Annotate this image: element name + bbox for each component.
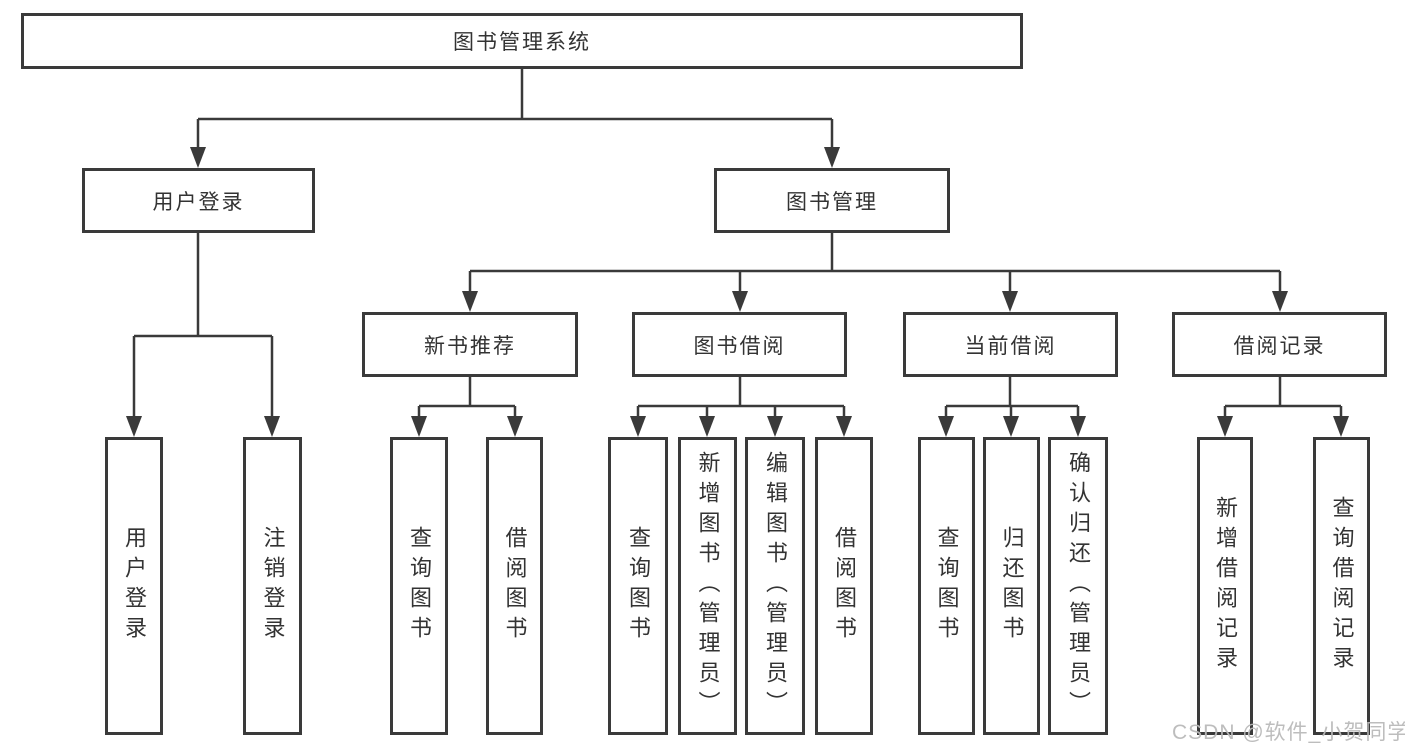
leaf-query-books-current-label: 查询图书 [934,526,960,646]
leaf-borrow-books-recommend-label: 借阅图书 [502,526,528,646]
leaf-query-books-recommend-label: 查询图书 [407,526,432,646]
leaf-borrow-books-label: 借阅图书 [832,526,857,646]
node-current-borrow: 当前借阅 [903,312,1118,377]
node-system-root: 图书管理系统 [21,13,1023,69]
leaf-return-books-label: 归还图书 [999,526,1025,646]
leaf-add-books-admin: 新增图书（管理员） [678,437,737,735]
leaf-confirm-return-admin: 确认归还（管理员） [1048,437,1108,735]
leaf-borrow-books: 借阅图书 [815,437,873,735]
leaf-query-borrow-record: 查询借阅记录 [1313,437,1370,735]
leaf-query-books-borrow: 查询图书 [608,437,668,735]
leaf-user-login-label: 用户登录 [122,526,147,646]
node-user-login-label: 用户登录 [152,190,245,214]
node-new-book-recommend-label: 新书推荐 [424,334,516,358]
leaf-return-books: 归还图书 [983,437,1040,735]
leaf-logout: 注销登录 [243,437,302,735]
arrowheads [126,147,1349,437]
leaf-query-books-current: 查询图书 [918,437,975,735]
leaf-edit-books-admin-label: 编辑图书（管理员） [763,451,788,721]
csdn-watermark: CSDN @软件_小贺同学 [1172,721,1405,744]
leaf-add-borrow-record-label: 新增借阅记录 [1213,496,1238,676]
leaf-query-borrow-record-label: 查询借阅记录 [1329,496,1355,676]
leaf-add-borrow-record: 新增借阅记录 [1197,437,1253,735]
node-user-login: 用户登录 [82,168,315,233]
leaf-edit-books-admin: 编辑图书（管理员） [745,437,805,735]
node-borrow-records-label: 借阅记录 [1233,334,1326,358]
leaf-add-books-admin-label: 新增图书（管理员） [695,451,721,721]
node-book-borrow: 图书借阅 [632,312,847,377]
leaf-query-books-recommend: 查询图书 [390,437,448,735]
node-book-borrow-label: 图书借阅 [693,334,786,358]
node-system-root-label: 图书管理系统 [453,31,591,54]
node-book-management: 图书管理 [714,168,950,233]
leaf-borrow-books-recommend: 借阅图书 [486,437,543,735]
node-borrow-records: 借阅记录 [1172,312,1387,377]
leaf-logout-label: 注销登录 [260,526,286,646]
node-current-borrow-label: 当前借阅 [964,334,1057,358]
node-new-book-recommend: 新书推荐 [362,312,578,377]
leaf-user-login: 用户登录 [105,437,163,735]
leaf-query-books-borrow-label: 查询图书 [626,526,651,646]
leaf-confirm-return-admin-label: 确认归还（管理员） [1066,451,1091,721]
node-book-management-label: 图书管理 [786,190,878,214]
